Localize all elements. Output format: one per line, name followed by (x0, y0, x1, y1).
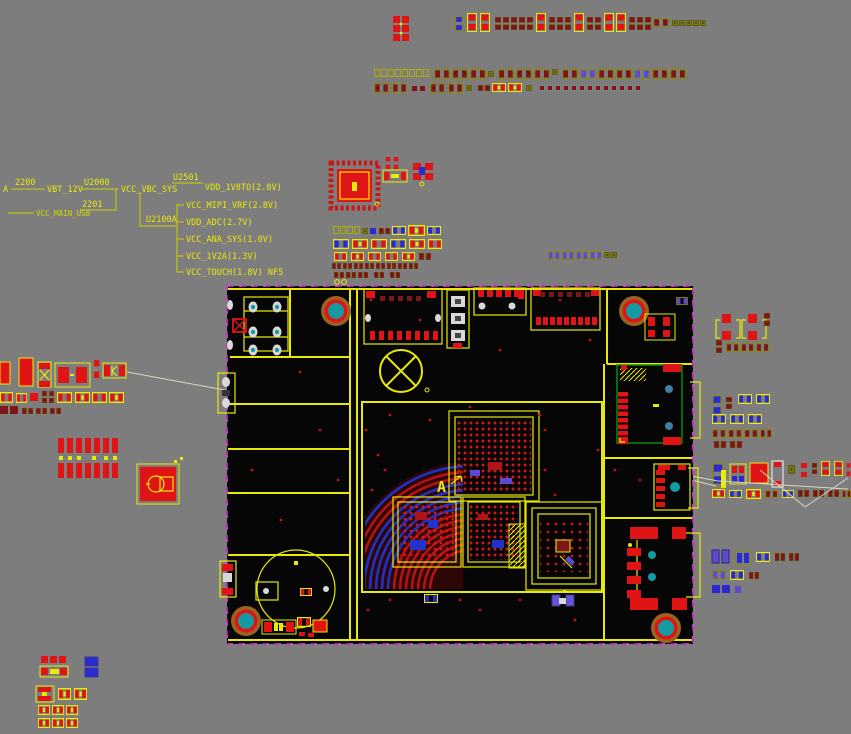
passive-rows-below-qfp[interactable] (332, 225, 442, 285)
branch-net-2: VCC_ANA_SYS(1.0V) (186, 235, 273, 245)
bottom-edge-components[interactable] (261, 588, 328, 638)
module-top-1[interactable] (363, 288, 443, 345)
ref-u2501: U2501 (173, 173, 199, 183)
net-vbt: VBT_12V (47, 185, 83, 195)
mounting-hole-bottom-left[interactable] (231, 606, 261, 636)
module-top-right-small[interactable] (644, 297, 688, 341)
ref-2201: 2201 (82, 200, 102, 210)
mounting-hole-bottom-right[interactable] (651, 613, 681, 643)
hatched-keepout (508, 523, 526, 569)
svg-text:A: A (437, 478, 446, 496)
module-top-2[interactable] (446, 289, 470, 349)
dnp-marker-circle-x (379, 349, 430, 393)
connector-right-green[interactable] (616, 364, 701, 445)
bga-left[interactable] (392, 496, 462, 568)
board-outline (226, 285, 694, 645)
ref-u2100a: U2100A (146, 215, 177, 225)
net-main-usb: VCC_MAIN_USB (36, 209, 91, 218)
edge-connector-left-mid[interactable] (217, 372, 236, 414)
purple-passive-row[interactable] (548, 251, 617, 260)
left-cluster-pad-array[interactable] (58, 438, 118, 478)
connector-right-small[interactable] (653, 463, 699, 511)
module-top-4[interactable] (530, 287, 601, 331)
pcb-board[interactable]: A (217, 285, 701, 718)
edge-component-left-bottom[interactable] (219, 560, 237, 598)
top-strip-row-1[interactable] (455, 13, 706, 32)
silkscreen-lines (228, 288, 692, 641)
right-cluster-middle-row[interactable] (712, 460, 851, 499)
board-small-parts-bottom-center[interactable] (424, 590, 575, 607)
ref-2200: 2200 (15, 178, 35, 188)
module-top-3[interactable] (473, 287, 527, 316)
mounting-hole-top-left[interactable] (321, 296, 351, 326)
usb-connector-top-left[interactable] (227, 296, 289, 356)
net-tree: A 2200 VBT_12V U2000 VCC_VBC_SYS U2501 V… (3, 173, 283, 278)
net-source: A (3, 185, 8, 195)
net-vbc-sys: VCC_VBC_SYS (121, 185, 177, 195)
passives-near-qfp[interactable] (382, 157, 433, 187)
top-strip-row-2[interactable] (374, 69, 686, 93)
bga-main[interactable] (448, 410, 540, 502)
top-strip-cross-component[interactable] (393, 16, 409, 41)
marker-a: A (437, 475, 463, 496)
mounting-hole-top-right[interactable] (619, 296, 649, 326)
camera-module[interactable] (136, 457, 183, 505)
branch-net-4: VCC_TOUCH(1.8V) NF5 (186, 268, 283, 278)
branch-net-0: VCC_MIPI_VRF(2.8V) (186, 201, 278, 211)
left-cluster-power-parts[interactable] (0, 357, 127, 414)
right-cluster-bottom-blue[interactable] (711, 549, 799, 593)
ref-u2000: U2000 (84, 178, 110, 188)
net-1v8: VDD_1V8TO(2.8V) (205, 183, 282, 193)
right-cluster-mid-blue[interactable] (712, 394, 772, 448)
bottom-left-cluster[interactable] (35, 656, 99, 728)
branch-net-1: VDD_ADC(2.7V) (186, 218, 253, 228)
via-dots (250, 298, 642, 622)
right-cluster-top[interactable] (715, 313, 770, 353)
usb-connector-bottom-right[interactable] (627, 527, 701, 610)
branch-net-3: VCC_1V2A(1.3V) (186, 252, 258, 262)
bga-right[interactable] (525, 501, 603, 591)
qfp-component[interactable] (328, 160, 381, 211)
